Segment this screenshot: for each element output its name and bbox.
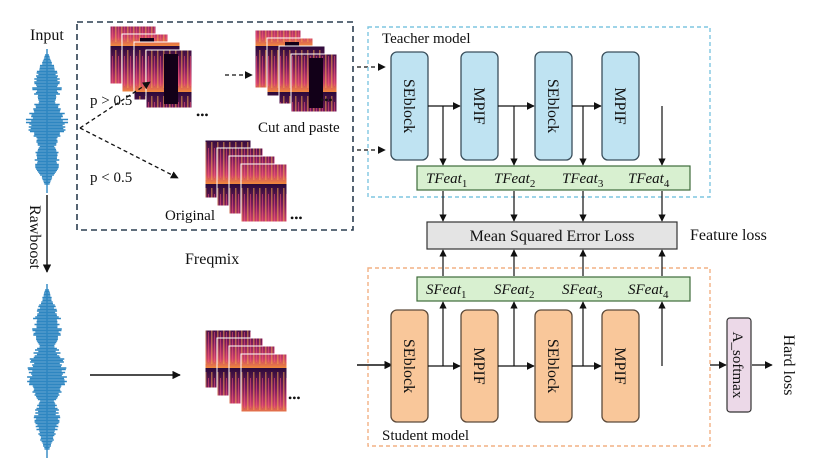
augmented-waveform (27, 284, 67, 458)
student-input-arrows (90, 360, 393, 380)
cut-paste-result-spectrogram-stack (254, 29, 338, 113)
teacher-block-4: MPIF (601, 51, 640, 161)
student-block-4: MPIF (601, 309, 640, 423)
student-feat-bar (416, 276, 691, 302)
input-label: Input (30, 27, 64, 44)
student-block-label: SEblock (400, 339, 417, 393)
student-feat-3: SFeat3 (562, 282, 603, 301)
student-model-frame (367, 267, 711, 447)
student-input-spectrogram-stack (204, 329, 288, 413)
teacher-block-3: SEblock (534, 51, 573, 161)
teacher-block-label: SEblock (544, 79, 561, 133)
teacher-block-1: SEblock (390, 51, 429, 161)
student-model-label: Student model (382, 428, 469, 444)
hard-loss-label: Hard loss (780, 335, 797, 396)
original-spectrogram-stack (204, 139, 288, 223)
ellipsis-1: ••• (196, 108, 209, 122)
student-feat-1: SFeat1 (426, 282, 467, 301)
student-blocks: SEblock MPIF SEblock MPIF (390, 309, 640, 423)
student-feats: SFeat1 SFeat2 SFeat3 SFeat4 (426, 282, 669, 301)
rawboost-label: Rawboost (26, 205, 43, 270)
teacher-feat-3: TFeat3 (562, 171, 604, 190)
teacher-feat-bar (416, 165, 691, 191)
student-feat-4: SFeat4 (628, 282, 669, 301)
student-block-label: MPIF (470, 347, 487, 384)
ellipsis-3: ••• (290, 211, 303, 225)
teacher-feat-2: TFeat2 (494, 171, 535, 190)
p-less-label: p < 0.5 (90, 170, 132, 186)
student-block-1: SEblock (390, 309, 429, 423)
a-softmax-label: A_softmax (729, 332, 745, 399)
freqmix-frame (76, 21, 354, 231)
input-waveform (25, 49, 69, 193)
teacher-feats: TFeat1 TFeat2 TFeat3 TFeat4 (426, 171, 670, 190)
feature-loss-label: Feature loss (690, 227, 767, 244)
ellipsis-2: ••• (320, 93, 333, 107)
connector-arrows (439, 106, 666, 366)
a-softmax-box (726, 317, 752, 413)
teacher-model-frame (367, 26, 711, 198)
branch-arrows (79, 63, 386, 179)
student-block-label: MPIF (611, 347, 628, 384)
cut-and-paste-label: Cut and paste (258, 120, 340, 136)
p-greater-label: p > 0.5 (90, 93, 132, 109)
teacher-feat-4: TFeat4 (628, 171, 670, 190)
teacher-blocks: SEblock MPIF SEblock MPIF (390, 51, 640, 161)
teacher-block-label: SEblock (400, 79, 417, 133)
teacher-block-2: MPIF (460, 51, 499, 161)
mse-loss-label: Mean Squared Error Loss (470, 228, 635, 245)
student-block-label: SEblock (544, 339, 561, 393)
original-label: Original (165, 208, 215, 224)
mse-loss-box (426, 221, 678, 250)
student-block-2: MPIF (460, 309, 499, 423)
ellipsis-4: ••• (288, 391, 301, 405)
teacher-block-label: MPIF (611, 87, 628, 124)
cut-paste-spectrogram-stack (109, 25, 193, 109)
student-block-3: SEblock (534, 309, 573, 423)
freqmix-label: Freqmix (185, 251, 239, 268)
teacher-block-label: MPIF (470, 87, 487, 124)
student-feat-2: SFeat2 (494, 282, 535, 301)
teacher-feat-1: TFeat1 (426, 171, 467, 190)
teacher-model-label: Teacher model (382, 31, 470, 47)
